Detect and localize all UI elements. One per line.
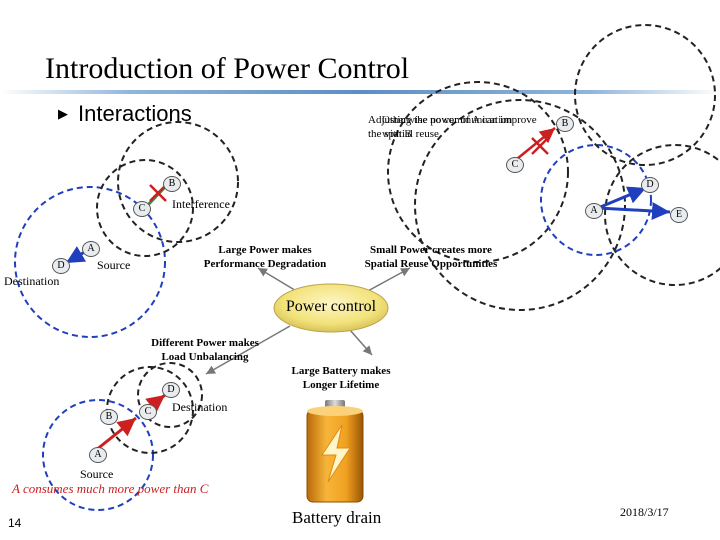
node-a-bottom: A: [89, 447, 107, 463]
left-range-circles: [14, 121, 239, 338]
small-power-label: Small Power creates more Spatial Reuse O…: [364, 244, 498, 270]
page-number: 14: [8, 516, 22, 530]
bullet-interactions: ▶ Interactions: [58, 101, 192, 127]
large-power-label: Large Power makes Performance Degradatio…: [203, 244, 327, 270]
node-c-left: C: [133, 201, 151, 217]
overlap-text-2: Otherwise no communication with B: [382, 114, 513, 140]
battery-caption: Battery drain: [292, 508, 382, 527]
node-a-right: A: [585, 203, 603, 219]
node-d-bottom: D: [162, 382, 180, 398]
bullet-text: Interactions: [78, 101, 192, 126]
source-label-left: Source: [97, 258, 131, 272]
node-b-right: B: [556, 116, 574, 132]
interference-label: Interference: [172, 197, 230, 211]
right-range-circles: [387, 24, 720, 311]
power-consumption-note: A consumes much more power than C: [12, 481, 209, 496]
different-power-label: Different Power makes Load Unbalancing: [151, 337, 259, 363]
large-battery-label: Large Battery makes Longer Lifetime: [291, 365, 391, 391]
bullet-arrow-icon: ▶: [58, 106, 68, 121]
node-b-left: B: [163, 176, 181, 192]
battery-icon: [306, 400, 364, 503]
destination-label-bottom: Destination: [172, 400, 228, 414]
node-b-bottom: B: [100, 409, 118, 425]
range-circle-a: [14, 186, 166, 338]
node-e-right: E: [670, 207, 688, 223]
interference-cross-right: [531, 137, 549, 155]
node-d-left: D: [52, 258, 70, 274]
range-circle-c: [96, 159, 194, 257]
range-circle-b: [117, 121, 239, 243]
slide-title: Introduction of Power Control: [45, 52, 410, 85]
overlap-text-1: Adjusting the power of A can improve the…: [368, 114, 537, 140]
node-c-bottom: C: [139, 404, 157, 420]
title-divider: [0, 90, 720, 94]
destination-label-left: Destination: [4, 274, 60, 288]
slide-date: 2018/3/17: [620, 505, 669, 519]
source-label-bottom: Source: [80, 467, 114, 481]
power-control-label: Power control: [285, 298, 377, 315]
node-a-left: A: [82, 241, 100, 257]
power-control-oval: [273, 283, 389, 333]
node-c-right: C: [506, 157, 524, 173]
node-d-right: D: [641, 177, 659, 193]
